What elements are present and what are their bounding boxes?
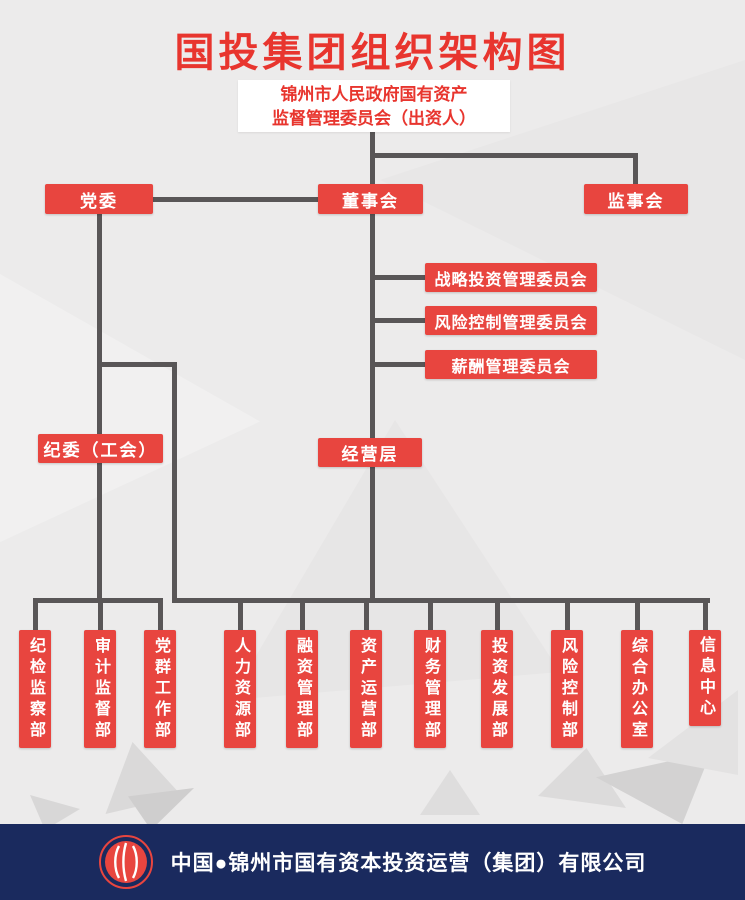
node-owner: 锦州市人民政府国有资产 监督管理委员会（出资人） bbox=[238, 80, 510, 132]
connector-line bbox=[373, 275, 427, 280]
connector-line bbox=[373, 362, 427, 367]
dept-party-mass-work: 党群工作部 bbox=[144, 630, 176, 748]
node-label: 纪委（工会） bbox=[43, 441, 158, 460]
dept-asset-operation: 资产运营部 bbox=[350, 630, 382, 748]
node-supervisory-board: 监事会 bbox=[584, 184, 688, 214]
node-committee-strategic-investment: 战略投资管理委员会 bbox=[425, 263, 597, 292]
dept-label: 融资管理部 bbox=[294, 636, 311, 742]
connector-line bbox=[373, 318, 427, 323]
dept-label: 人力资源部 bbox=[232, 636, 249, 742]
dept-general-office: 综合办公室 bbox=[621, 630, 653, 748]
node-party-committee: 党委 bbox=[45, 184, 153, 214]
connector-line bbox=[158, 598, 163, 634]
dept-label: 资产运营部 bbox=[358, 636, 375, 742]
connector-line bbox=[703, 598, 708, 634]
node-label: 战略投资管理委员会 bbox=[434, 271, 588, 289]
dept-label: 投资发展部 bbox=[489, 636, 506, 742]
node-owner-line2: 监督管理委员会（出资人） bbox=[272, 109, 476, 128]
connector-line bbox=[633, 153, 638, 187]
node-label: 经营层 bbox=[341, 445, 399, 464]
node-label: 党委 bbox=[80, 191, 118, 211]
background-shape bbox=[420, 770, 480, 815]
connector-line bbox=[370, 213, 375, 441]
dept-audit-supervision: 审计监督部 bbox=[84, 630, 116, 748]
connector-line bbox=[150, 197, 320, 202]
connector-line bbox=[635, 598, 640, 634]
connector-line bbox=[97, 362, 177, 367]
connector-line bbox=[172, 598, 710, 603]
dept-financing-management: 融资管理部 bbox=[286, 630, 318, 748]
connector-line bbox=[364, 598, 369, 634]
node-label: 董事会 bbox=[342, 191, 399, 211]
connector-line bbox=[428, 598, 433, 634]
node-committee-risk-control: 风险控制管理委员会 bbox=[425, 306, 597, 335]
node-management-level: 经营层 bbox=[318, 438, 422, 467]
connector-line bbox=[33, 598, 38, 634]
footer-bar: 中国●锦州市国有资本投资运营（集团）有限公司 bbox=[0, 824, 745, 900]
connector-line bbox=[370, 153, 638, 158]
node-label: 薪酬管理委员会 bbox=[451, 358, 571, 376]
dept-investment-development: 投资发展部 bbox=[481, 630, 513, 748]
connector-line bbox=[97, 461, 102, 601]
connector-line bbox=[370, 465, 375, 601]
connector-line bbox=[172, 362, 177, 601]
node-owner-line1: 锦州市人民政府国有资产 bbox=[280, 85, 468, 104]
connector-line bbox=[565, 598, 570, 634]
connector-line bbox=[97, 213, 102, 437]
company-name: 中国●锦州市国有资本投资运营（集团）有限公司 bbox=[170, 852, 647, 875]
connector-line bbox=[300, 598, 305, 634]
dept-finance-management: 财务管理部 bbox=[414, 630, 446, 748]
connector-line bbox=[495, 598, 500, 634]
dept-human-resources: 人力资源部 bbox=[224, 630, 256, 748]
dept-discipline-inspection: 纪检监察部 bbox=[19, 630, 51, 748]
dept-label: 审计监督部 bbox=[92, 636, 109, 742]
dept-label: 风险控制部 bbox=[559, 636, 576, 742]
connector-line bbox=[238, 598, 243, 634]
dept-label: 党群工作部 bbox=[152, 636, 169, 742]
background-shape bbox=[0, 240, 260, 570]
node-committee-compensation: 薪酬管理委员会 bbox=[425, 350, 597, 379]
node-label: 风险控制管理委员会 bbox=[434, 314, 588, 332]
connector-line bbox=[98, 598, 103, 634]
company-emblem-icon bbox=[98, 835, 153, 889]
node-board: 董事会 bbox=[318, 184, 423, 214]
node-label: 监事会 bbox=[607, 191, 665, 211]
dept-label: 综合办公室 bbox=[629, 636, 646, 742]
dept-risk-control: 风险控制部 bbox=[551, 630, 583, 748]
dept-label: 财务管理部 bbox=[422, 636, 439, 742]
node-discipline-union: 纪委（工会） bbox=[38, 434, 163, 463]
page-title: 国投集团组织架构图 bbox=[174, 31, 571, 75]
connector-line bbox=[370, 130, 375, 187]
dept-label: 纪检监察部 bbox=[27, 636, 44, 742]
dept-label: 信息中心 bbox=[697, 636, 714, 720]
dept-information-center: 信息中心 bbox=[689, 630, 721, 726]
